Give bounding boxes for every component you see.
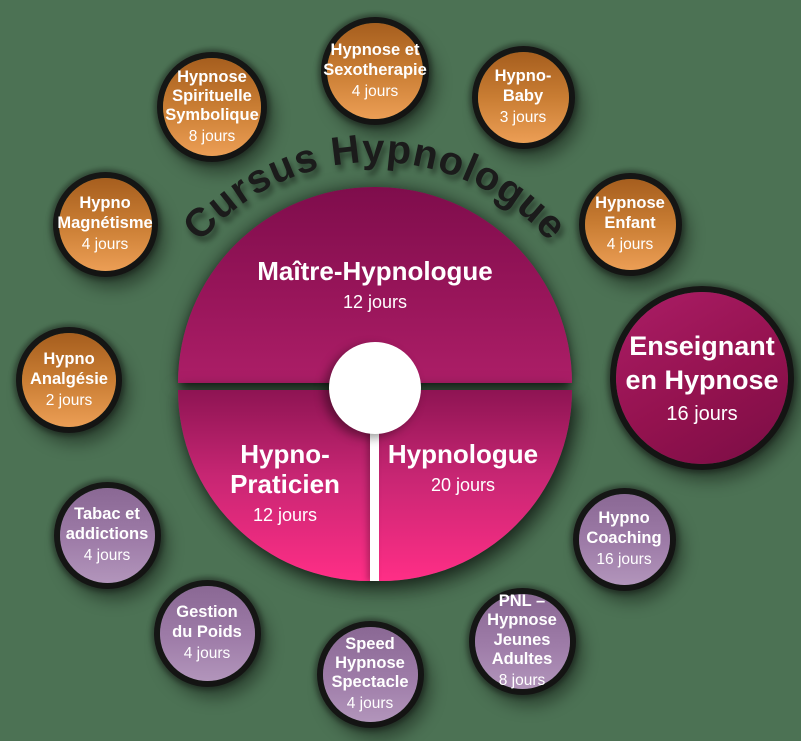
center-divider-line — [370, 427, 379, 581]
segment-hypno-praticien: Hypno-Praticien 12 jours — [195, 439, 375, 526]
segment-days: 12 jours — [252, 504, 318, 525]
satellite-name: Hypno-Baby — [494, 67, 552, 105]
segment-days: 20 jours — [430, 474, 496, 495]
satellite-hypno-baby: Hypno-Baby 3 jours — [477, 51, 569, 143]
satellite-days: 8 jours — [498, 671, 546, 689]
satellite-days: 4 jours — [81, 235, 129, 253]
segment-hypnologue: Hypnologue 20 jours — [373, 439, 553, 496]
satellite-days: 2 jours — [45, 391, 93, 409]
satellite-days: 4 jours — [346, 695, 394, 713]
satellite-days: 8 jours — [188, 128, 236, 146]
satellite-days: 4 jours — [183, 644, 231, 662]
satellite-days: 3 jours — [499, 108, 547, 126]
segment-name: Maître-Hypnologue — [257, 256, 493, 286]
satellite-days: 4 jours — [606, 235, 654, 253]
satellite-days: 16 jours — [596, 550, 652, 568]
curriculum-wheel: Maître-Hypnologue 12 jours Hypno-Pratici… — [178, 187, 572, 581]
center-hub-circle — [329, 342, 421, 434]
satellite-days: 4 jours — [351, 82, 399, 100]
segment-label: Maître-Hypnologue 12 jours — [178, 256, 572, 313]
segment-name: Hypnologue — [387, 439, 539, 469]
satellite-days: 16 jours — [666, 403, 738, 426]
segment-name: Hypno-Praticien — [230, 439, 340, 499]
satellite-days: 4 jours — [83, 546, 131, 564]
segment-days: 12 jours — [342, 291, 408, 312]
